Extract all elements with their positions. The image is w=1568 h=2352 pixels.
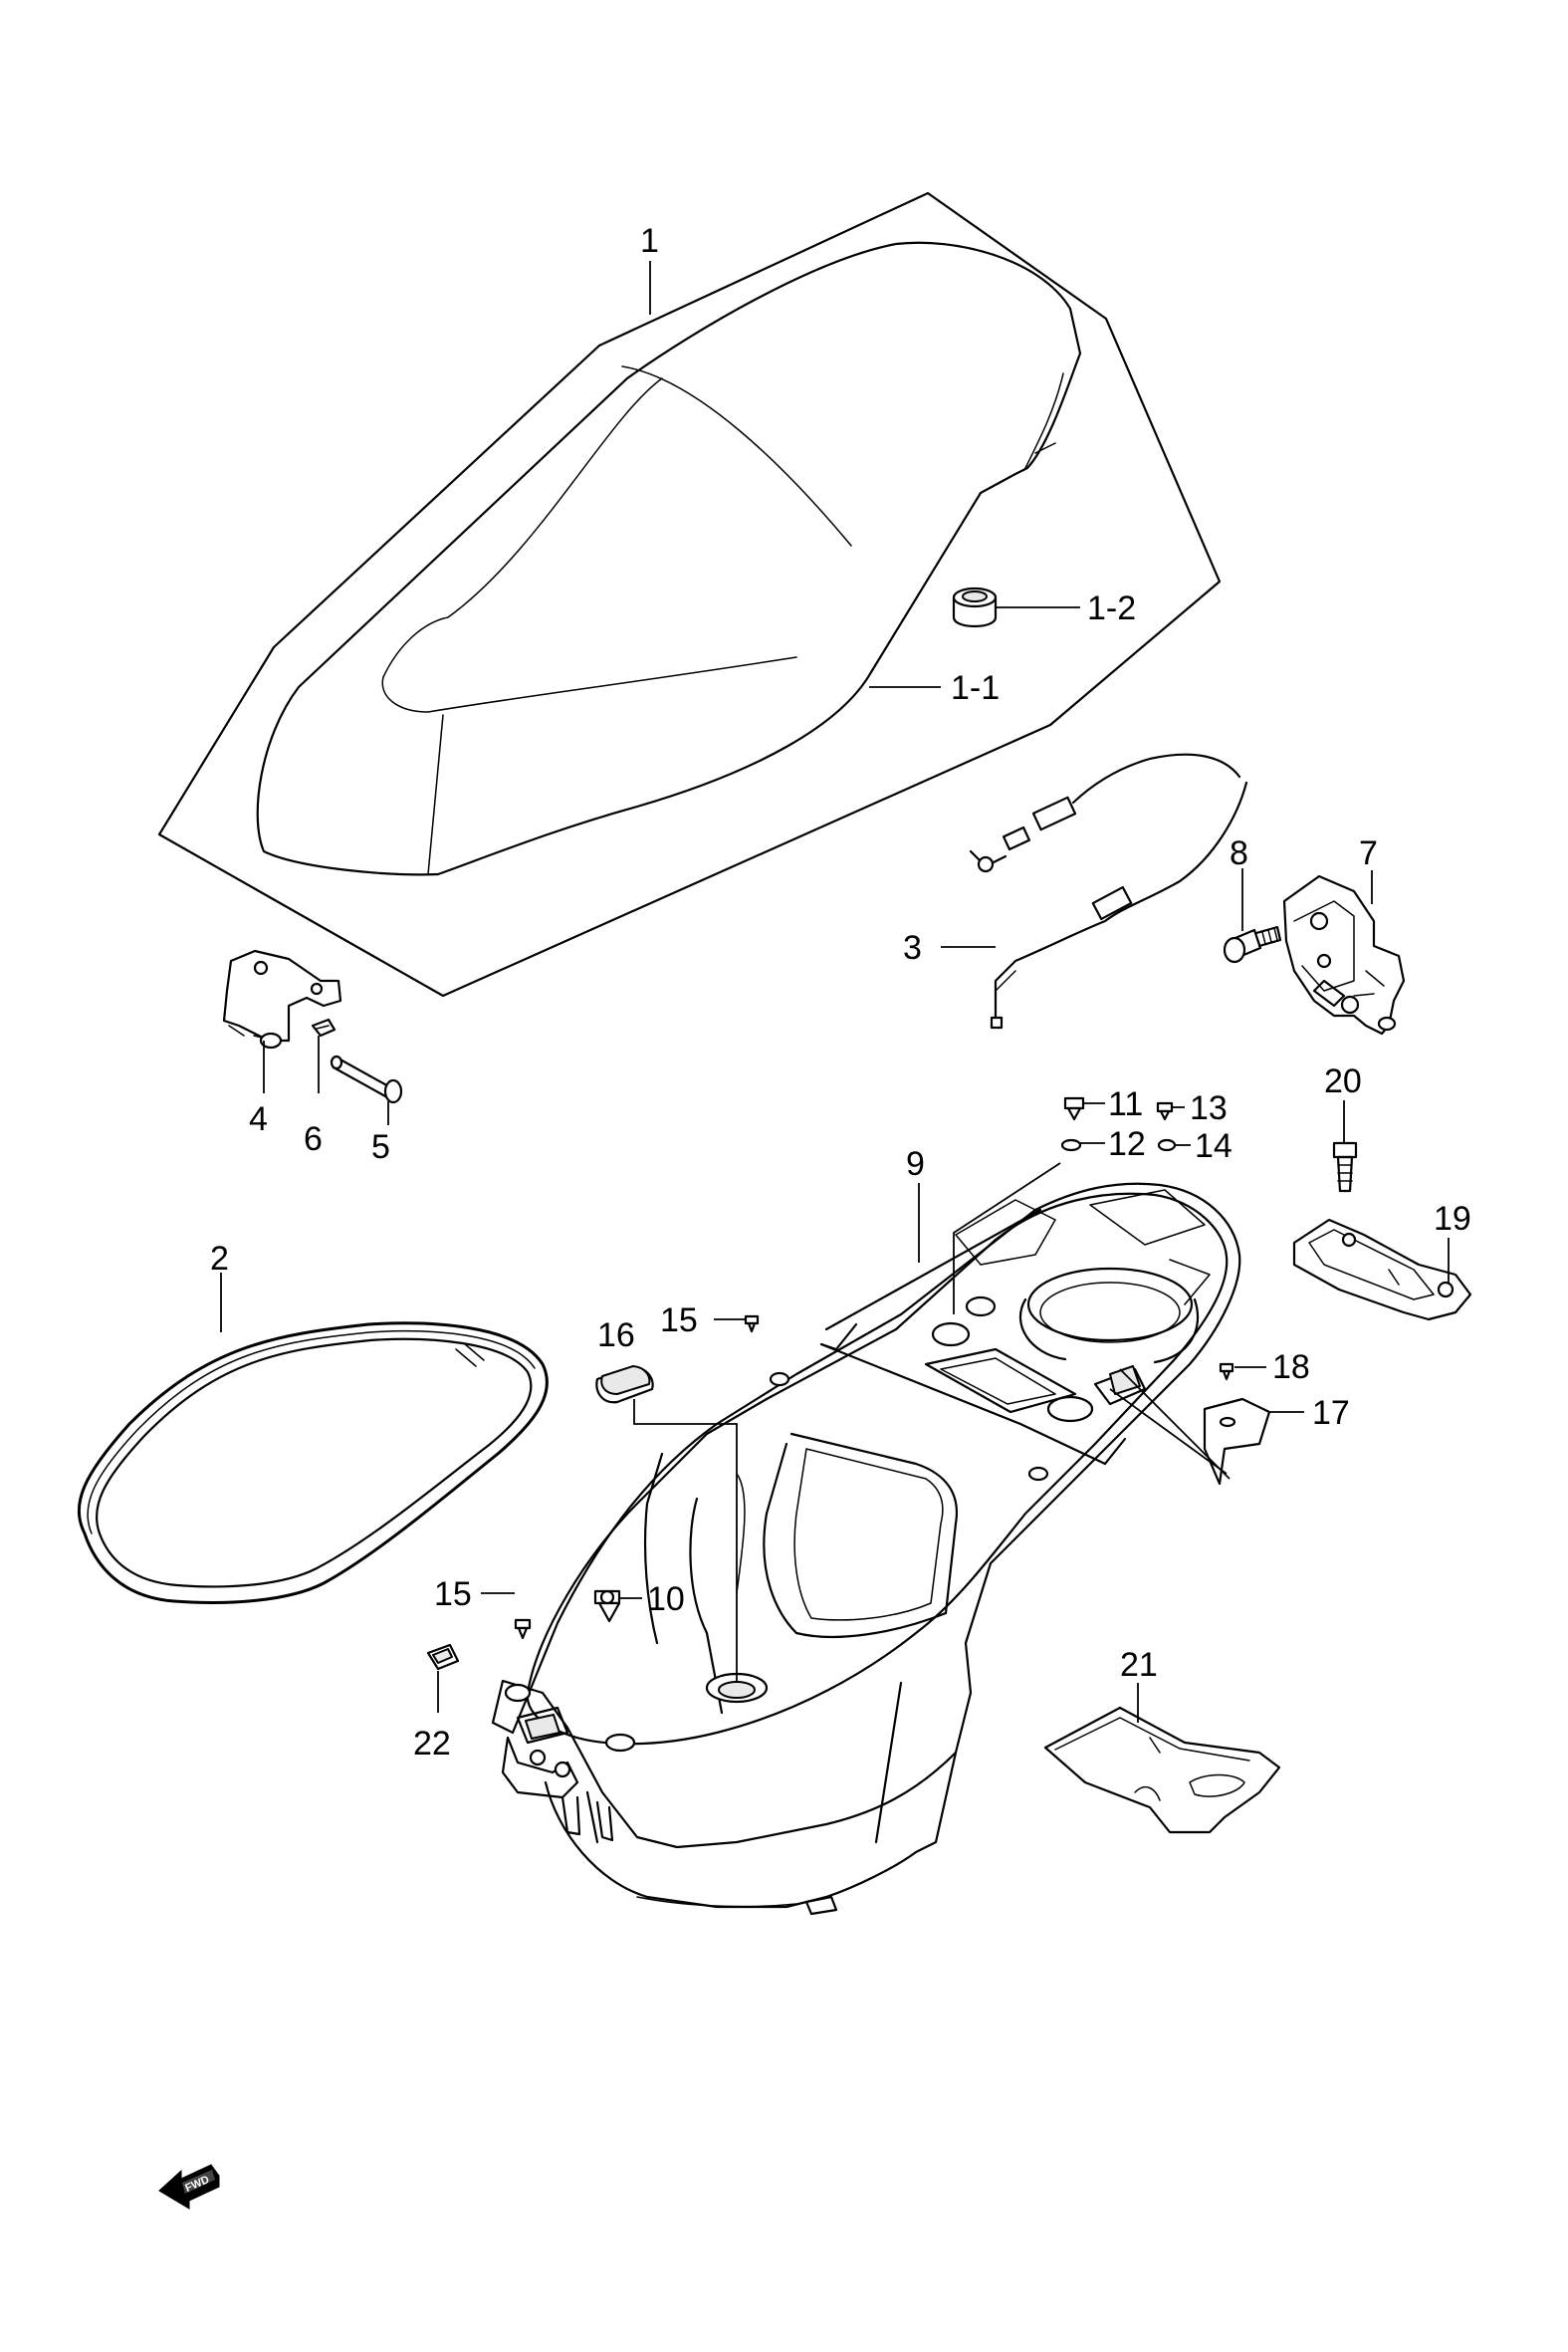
callout-1-2: 1-2 [1087, 589, 1136, 627]
callout-7: 7 [1359, 834, 1378, 872]
bracket-19[interactable] [1292, 1218, 1472, 1321]
seat-lock-7[interactable] [1282, 874, 1406, 1036]
callout-9: 9 [906, 1145, 925, 1183]
screw-18[interactable] [1219, 1362, 1234, 1381]
callout-3: 3 [903, 929, 922, 967]
callout-18: 18 [1272, 1348, 1310, 1386]
tool-pouch-21[interactable] [1043, 1706, 1281, 1834]
seat-lock-cable-3[interactable] [969, 753, 1248, 1030]
callout-20: 20 [1324, 1062, 1362, 1100]
callout-19: 19 [1434, 1200, 1471, 1238]
fwd-arrow-icon: FWD [158, 2164, 220, 2210]
seat-buffer-1-2[interactable] [952, 587, 998, 627]
screw-15-lower[interactable] [514, 1618, 532, 1640]
callout-4: 4 [249, 1100, 268, 1138]
washer-14[interactable] [1157, 1138, 1177, 1152]
callout-15b: 15 [434, 1575, 472, 1613]
callout-21: 21 [1120, 1646, 1158, 1684]
luggage-box-9[interactable] [491, 1182, 1241, 1916]
callout-labels: 1 1-1 1-2 2 3 4 5 6 7 8 9 10 11 12 13 14… [210, 222, 1471, 1763]
callout-17: 17 [1312, 1394, 1350, 1432]
callout-8: 8 [1230, 834, 1248, 872]
bolt-8[interactable] [1223, 925, 1282, 964]
callout-2: 2 [210, 1240, 229, 1278]
seat-hinge-bracket-4[interactable] [222, 949, 342, 1050]
callout-6: 6 [304, 1120, 323, 1158]
screw-11[interactable] [1063, 1096, 1085, 1121]
callout-12: 12 [1108, 1125, 1146, 1163]
screw-15-upper[interactable] [744, 1314, 760, 1333]
callout-22: 22 [413, 1725, 451, 1763]
callout-1: 1 [640, 222, 659, 260]
cap-16[interactable] [595, 1365, 654, 1404]
luggage-box-seal-2[interactable] [77, 1321, 549, 1604]
leader-lines [220, 261, 1450, 1723]
washer-12[interactable] [1060, 1138, 1082, 1152]
clip-6[interactable] [311, 1018, 336, 1038]
screw-10[interactable] [593, 1589, 621, 1623]
screw-13[interactable] [1156, 1101, 1174, 1121]
callout-5: 5 [371, 1128, 390, 1166]
callout-16: 16 [597, 1316, 635, 1354]
callout-14: 14 [1195, 1127, 1232, 1165]
bolt-20[interactable] [1332, 1141, 1358, 1193]
callout-15a: 15 [660, 1301, 698, 1339]
callout-10: 10 [647, 1580, 685, 1618]
seat-assembly[interactable] [157, 191, 1222, 998]
callout-1-1: 1-1 [951, 669, 1000, 707]
callout-13: 13 [1190, 1089, 1228, 1127]
cover-17[interactable] [1203, 1397, 1271, 1486]
clip-22[interactable] [426, 1643, 460, 1671]
callout-11: 11 [1108, 1085, 1143, 1123]
hinge-pin-5[interactable] [330, 1055, 403, 1104]
